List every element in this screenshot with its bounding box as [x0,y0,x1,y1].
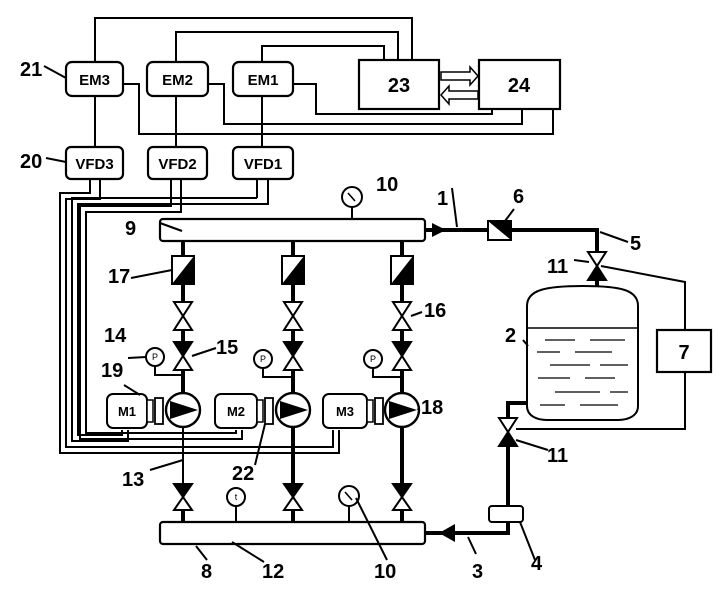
valve-16-1 [172,301,194,331]
box-7: 7 [655,328,713,374]
callout-11-top: 11 [547,256,568,278]
discharge-header [158,217,427,243]
motor-m3-label: M3 [336,404,354,419]
valve-11-bottom [497,417,519,447]
em1-box: EM1 [231,60,295,98]
data-link-arrows [439,65,480,106]
callout-16: 16 [424,300,446,322]
em-vfd-links [94,96,263,147]
callout-6: 6 [513,186,524,208]
callout-17: 17 [108,266,130,288]
outlet-arrow-icon [432,223,446,237]
outlet-line [425,220,599,252]
vfd2-label: VFD2 [158,156,196,173]
callout-21: 21 [20,59,42,81]
valve-15-2 [282,341,304,371]
pump-3 [383,391,421,429]
check-valve-17-1 [171,255,195,285]
callouts: 21 20 9 17 14 15 16 19 18 13 22 8 12 10 … [20,59,641,583]
callout-8: 8 [201,561,212,583]
discharge-pressure-gauge [341,186,363,219]
pump-1 [164,391,202,429]
em3-label: EM3 [79,72,110,89]
vfd3-box: VFD3 [64,145,125,181]
control-wiring [94,17,554,135]
callout-12: 12 [262,561,284,583]
vfd1-label: VFD1 [244,156,282,173]
callout-3: 3 [472,561,483,583]
pump-branch-3: P M3 [322,241,421,522]
callout-22: 22 [232,463,254,485]
pressure-gauge-letter: P [260,354,266,364]
pressure-gauge-14-2: P [253,349,293,378]
callout-1: 1 [437,188,448,210]
box-23: 23 [357,58,441,111]
filter-4 [488,505,524,523]
em1-label: EM1 [248,72,279,89]
motor-cabling [59,179,340,454]
valve-suction-1 [172,483,194,511]
inlet-arrow-icon [439,524,455,542]
check-valve-6 [487,220,512,241]
valve-11-top [586,251,608,286]
callout-10-top: 10 [376,174,398,196]
pump-2 [274,391,312,429]
vfd2-box: VFD2 [146,145,209,181]
motor-m2-label: M2 [227,404,245,419]
box-23-label: 23 [388,75,410,97]
inlet-line [425,401,527,542]
pressure-gauge-letter: P [152,352,158,362]
callout-13: 13 [122,469,144,491]
valve-16-2 [282,301,304,331]
check-valve-17-2 [281,255,305,285]
motor-m1-label: M1 [118,404,136,419]
motor-m2: M2 [214,393,274,429]
valve-suction-2 [282,483,304,511]
tank-water [537,339,628,406]
pressure-gauge-letter: P [370,354,376,364]
callout-11-bottom: 11 [547,445,568,467]
tank-2 [526,284,639,421]
callout-4: 4 [531,553,543,575]
arrow-left-icon [439,84,479,106]
motor-m3: M3 [322,393,384,429]
pump-branch-1: P M1 [106,241,202,522]
pump-branch-2: P M2 [214,241,312,522]
callout-14: 14 [104,325,127,347]
callout-18: 18 [421,397,443,419]
suction-pressure-gauge [338,485,360,522]
callout-10-bottom: 10 [374,561,396,583]
arrow-right-icon [440,65,480,87]
valve-16-3 [391,301,413,331]
callout-5: 5 [630,233,641,255]
temperature-gauge-letter: t [235,492,238,502]
vfd1-cable-path [71,197,269,442]
valve-15-3 [391,341,413,371]
motor-m1: M1 [106,393,164,429]
level-control-links [516,265,686,430]
box-7-label: 7 [678,342,689,364]
em3-box: EM3 [64,60,125,98]
box-24-label: 24 [508,75,531,97]
vfd1-box: VFD1 [231,145,295,181]
vfd3-label: VFD3 [75,156,113,173]
valve-15-1 [172,341,194,371]
temperature-gauge: t [226,487,246,522]
callout-19: 19 [101,360,123,382]
callout-9: 9 [125,218,136,240]
callout-15: 15 [216,337,238,359]
callout-2: 2 [505,325,516,347]
valve-suction-3 [391,483,413,511]
box-24: 24 [477,58,562,111]
callout-20: 20 [20,151,42,173]
leader-lines [43,65,629,563]
check-valve-17-3 [390,255,414,285]
pressure-gauge-14-3: P [363,349,402,378]
em2-box: EM2 [145,60,210,98]
suction-header [158,520,427,546]
em2-label: EM2 [162,72,193,89]
